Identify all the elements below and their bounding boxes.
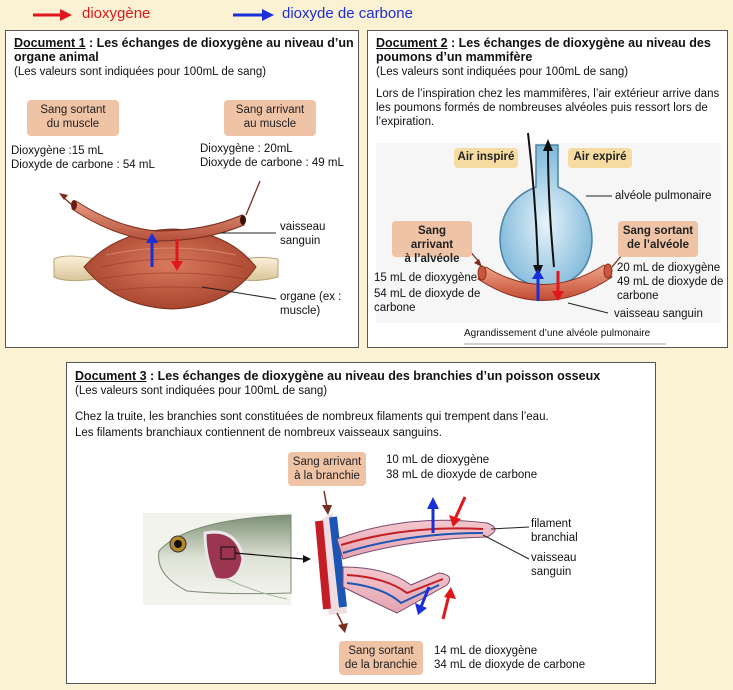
doc3-tag-out: Sang sortant de la branchie — [339, 641, 423, 675]
doc1-tag-out-line2: du muscle — [46, 118, 100, 130]
doc2-number: Document 2 — [376, 36, 448, 50]
doc1-title-text: : Les échanges de dioxygène au niveau d’… — [14, 36, 354, 64]
doc1-label-vessel: vaisseau sanguin — [280, 220, 325, 248]
doc2-out-o2: 20 mL de dioxygène — [617, 262, 721, 274]
doc3-para-line1: Chez la truite, les branchies sont const… — [75, 411, 549, 423]
doc2-in-co2: 54 mL de dioxyde de carbone — [374, 287, 480, 315]
alveole-blood-vessel — [477, 264, 613, 301]
doc2-out-co2: 49 mL de dioxyde de carbone — [617, 275, 723, 303]
doc2-label-vessel: vaisseau sanguin — [614, 308, 703, 320]
doc2-air-out: Air expiré — [568, 148, 632, 168]
doc2-label-alveole: alvéole pulmonaire — [615, 190, 712, 202]
vessel-blue — [329, 516, 347, 608]
doc3-label-filament-line1: filament — [531, 518, 572, 530]
doc2-caption: Agrandissement d’une alvéole pulmonaire — [464, 328, 651, 339]
doc1-tag-in-line1: Sang arrivant — [235, 104, 305, 116]
doc3-label-filament: filament branchial — [531, 517, 578, 545]
doc3-label-filament-line2: branchial — [531, 532, 578, 544]
doc3-label-vessel-line1: vaisseau — [531, 552, 577, 564]
doc1-label-organ-line1: organe (ex : — [280, 291, 342, 303]
vessel-red — [315, 520, 331, 610]
doc3-note: (Les valeurs sont indiquées pour 100mL d… — [75, 385, 328, 397]
blood-vessel — [71, 200, 245, 242]
doc1-in-o2: Dioxygène : 20mL — [200, 143, 293, 155]
doc1-label-vessel-line1: vaisseau — [280, 221, 326, 233]
fish-gill — [203, 530, 245, 582]
doc2-tag-in-line1: Sang arrivant — [410, 225, 454, 251]
doc1-tag-out-line1: Sang sortant — [40, 104, 106, 116]
doc3-para-line2: Les filaments branchiaux contiennent de … — [75, 427, 442, 439]
doc3-tag-in-line1: Sang arrivant — [292, 456, 362, 468]
doc1-out-co2: Dioxyde de carbone : 54 mL — [11, 159, 155, 171]
doc2-paragraph: Lors de l’inspiration chez les mammifère… — [376, 88, 720, 128]
o2-arrow-doc3-a — [453, 496, 467, 520]
doc1-title: Document 1 : Les échanges de dioxygène a… — [14, 36, 354, 64]
doc2-note: (Les valeurs sont indiquées pour 100mL d… — [376, 66, 629, 78]
doc3-in-co2: 38 mL de dioxyde de carbone — [386, 469, 538, 481]
doc2-in-o2: 15 mL de dioxygène — [374, 272, 478, 284]
doc1-out-o2: Dioxygène :15 mL — [11, 145, 104, 157]
doc3-out-o2: 14 mL de dioxygène — [434, 645, 538, 657]
doc2-tag-in-line2: à l’alvéole — [404, 253, 460, 265]
doc1-tag-out: Sang sortant du muscle — [27, 100, 119, 136]
doc1-number: Document 1 — [14, 36, 86, 50]
doc2-title-text: : Les échanges de dioxygène au niveau de… — [376, 36, 711, 64]
doc1-in-co2: Dioxyde de carbone : 49 mL — [200, 157, 344, 169]
doc2-air-in: Air inspiré — [454, 148, 518, 168]
doc3-title: Document 3 : Les échanges de dioxygène a… — [75, 369, 650, 383]
doc2-in-co2-line2: carbone — [374, 302, 416, 314]
doc1-tag-in: Sang arrivant au muscle — [224, 100, 316, 136]
filament-upper — [336, 519, 496, 560]
doc3-label-vessel-line2: sanguin — [531, 566, 572, 578]
legend-oxygen: dioxygène — [82, 5, 151, 22]
doc3-label-vessel: vaisseau sanguin — [531, 551, 576, 579]
doc2-tag-out-line1: Sang sortant — [622, 225, 694, 237]
document-3: Document 3 : Les échanges de dioxygène a… — [66, 362, 656, 684]
doc1-tag-in-line2: au muscle — [243, 118, 297, 130]
gill-illustration — [143, 490, 530, 633]
doc3-out-co2: 34 mL de dioxyde de carbone — [434, 659, 586, 671]
doc3-in-o2: 10 mL de dioxygène — [386, 454, 490, 466]
muscle-illustration — [53, 180, 279, 310]
doc2-title: Document 2 : Les échanges de dioxygène a… — [376, 36, 721, 64]
document-1: Document 1 : Les échanges de dioxygène a… — [5, 30, 359, 348]
doc1-label-vessel-line2: sanguin — [280, 235, 321, 247]
doc1-label-organ: organe (ex : muscle) — [280, 290, 341, 318]
legend-arrows — [33, 9, 274, 21]
doc2-out-co2-line1: 49 mL de dioxyde de — [617, 276, 724, 288]
doc3-tag-in-line2: à la branchie — [294, 470, 360, 482]
document-2: Document 2 : Les échanges de dioxygène a… — [367, 30, 728, 348]
doc1-note: (Les valeurs sont indiquées pour 100mL d… — [14, 66, 267, 78]
doc2-in-co2-line1: 54 mL de dioxyde de — [374, 288, 481, 300]
doc3-tag-out-line1: Sang sortant — [348, 645, 414, 657]
o2-arrow-doc3-b — [441, 594, 451, 620]
doc1-label-organ-line2: muscle) — [280, 305, 321, 317]
co2-arrow-doc3-b — [419, 586, 431, 608]
doc3-tag-in: Sang arrivant à la branchie — [288, 452, 366, 486]
doc3-title-text: : Les échanges de dioxygène au niveau de… — [146, 369, 601, 383]
red-arrow-icon — [60, 9, 72, 21]
legend: dioxygène dioxyde de carbone — [0, 2, 733, 26]
doc2-tag-in: Sang arrivant à l’alvéole — [392, 221, 472, 265]
doc3-number: Document 3 — [75, 369, 147, 383]
filament-lower — [342, 566, 451, 614]
doc3-tag-out-line2: de la branchie — [344, 659, 418, 671]
doc2-tag-out: Sang sortant de l’alvéole — [618, 221, 698, 257]
doc2-tag-out-line2: de l’alvéole — [626, 239, 689, 251]
blue-arrow-icon — [262, 9, 274, 21]
legend-co2: dioxyde de carbone — [282, 5, 413, 22]
doc2-out-co2-line2: carbone — [617, 290, 659, 302]
